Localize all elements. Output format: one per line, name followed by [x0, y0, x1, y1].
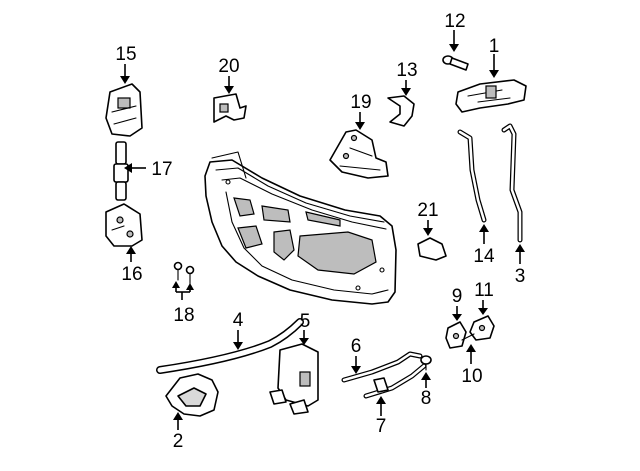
callout-5: 5: [300, 311, 311, 332]
callout-13: 13: [396, 60, 417, 81]
part-19-panel-bracket: [329, 129, 389, 179]
callout-2: 2: [173, 431, 184, 452]
part-15-check-housing: [105, 83, 143, 137]
callout-15: 15: [115, 44, 136, 65]
callout-6: 6: [351, 336, 362, 357]
callout-21: 21: [417, 200, 438, 221]
callout-14: 14: [473, 246, 495, 267]
callout-11: 11: [474, 280, 494, 301]
part-3-rod: [501, 123, 523, 243]
part-18-bolts: [173, 261, 195, 285]
part-5-latch-module: [269, 343, 319, 415]
part-8-grommet: [420, 355, 432, 371]
part-4-weatherstrip: [156, 318, 304, 374]
part-6-rod: [341, 351, 423, 383]
part-1-outside-handle: [455, 79, 527, 113]
callout-8: 8: [421, 388, 432, 409]
callout-1: 1: [489, 36, 500, 57]
callout-9: 9: [452, 286, 463, 307]
part-9-10-11-lock-pieces: [445, 315, 495, 349]
callout-16: 16: [121, 264, 142, 285]
callout-19: 19: [350, 92, 371, 113]
part-13-clip: [387, 95, 415, 127]
callout-17: 17: [151, 159, 172, 180]
callout-3: 3: [515, 266, 526, 287]
part-20-bracket: [213, 93, 247, 123]
callout-labels: 1 2 3 4 5 6 7 8 9 10 11 12 13 14 15 16 1…: [115, 11, 525, 452]
part-14-rod: [457, 129, 487, 223]
callout-7: 7: [376, 416, 387, 437]
leader-arrows: [120, 30, 525, 430]
door-shell: [204, 151, 397, 305]
callout-4: 4: [233, 310, 244, 331]
part-16-bracket: [105, 203, 143, 247]
callout-10: 10: [461, 366, 482, 387]
callout-12: 12: [444, 11, 465, 32]
part-17-pin: [113, 141, 129, 201]
part-12-screw: [442, 55, 469, 71]
part-7-rod: [363, 363, 427, 399]
callout-18: 18: [173, 305, 194, 326]
part-21-clip: [417, 237, 447, 261]
callout-20: 20: [218, 56, 239, 77]
part-2-inside-handle: [165, 373, 219, 417]
